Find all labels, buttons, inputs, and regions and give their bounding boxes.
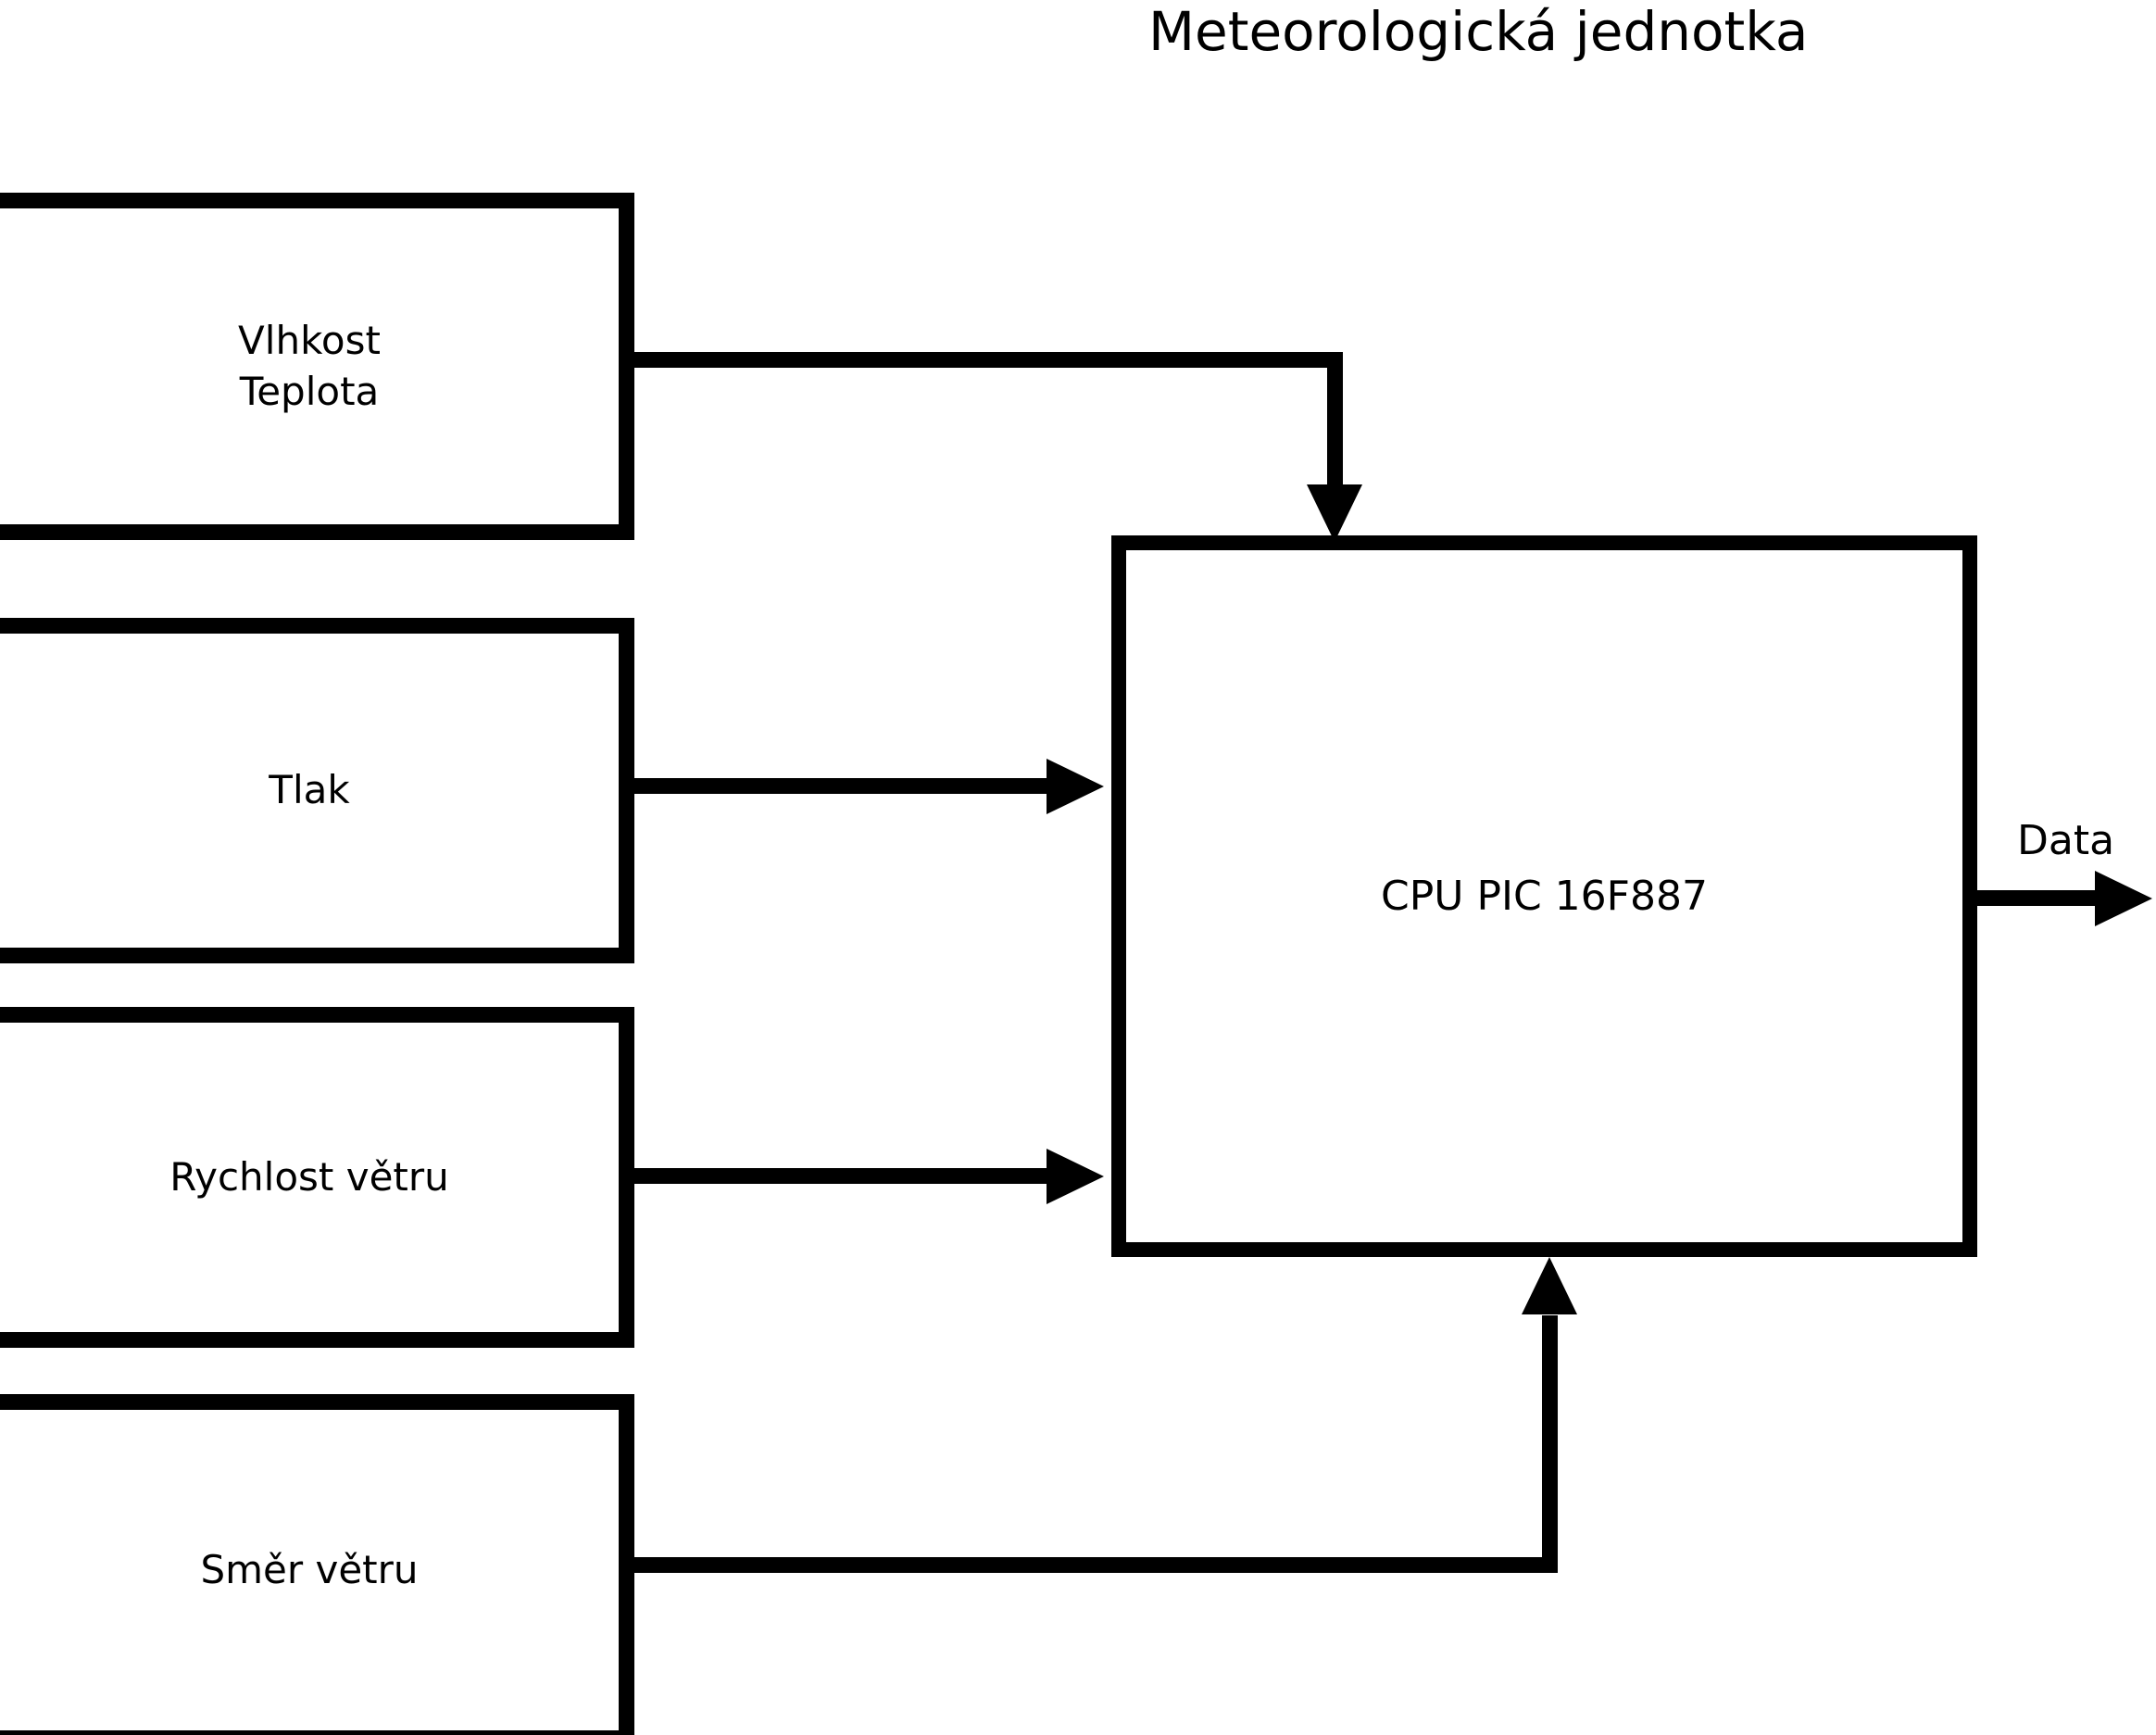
data-output-label: Data	[2017, 817, 2115, 864]
wire-pressure-to-cpu	[619, 778, 1054, 794]
wire-wind-direction-vertical	[1542, 1315, 1558, 1573]
block-cpu[interactable]: CPU PIC 16F887	[1111, 535, 1977, 1257]
block-humidity-temperature[interactable]: Vlhkost Teplota	[0, 193, 634, 540]
block-wind-speed-label: Rychlost větru	[169, 1153, 449, 1200]
wire-wind-direction-horizontal	[619, 1557, 1558, 1573]
wire-humidity-vertical	[1327, 352, 1343, 509]
block-humidity-temperature-label: Vlhkost Teplota	[238, 317, 381, 414]
arrowhead-cpu-to-data	[2095, 871, 2152, 926]
arrowhead-wind-speed-to-cpu	[1047, 1149, 1104, 1204]
block-pressure-label: Tlak	[269, 767, 350, 813]
block-pressure[interactable]: Tlak	[0, 618, 634, 963]
block-wind-direction[interactable]: Směr větru	[0, 1394, 634, 1735]
arrowhead-pressure-to-cpu	[1047, 759, 1104, 814]
block-wind-direction-label: Směr větru	[200, 1546, 419, 1592]
arrowhead-wind-direction-to-cpu	[1522, 1257, 1577, 1314]
wire-wind-speed-to-cpu	[619, 1168, 1054, 1184]
wire-cpu-to-data	[1963, 890, 2102, 906]
page-title: Meteorologická jednotka	[1148, 0, 1809, 63]
block-cpu-label: CPU PIC 16F887	[1381, 872, 1708, 920]
arrowhead-humidity-to-cpu	[1307, 484, 1362, 542]
wire-humidity-horizontal	[619, 352, 1343, 368]
block-wind-speed[interactable]: Rychlost větru	[0, 1007, 634, 1348]
